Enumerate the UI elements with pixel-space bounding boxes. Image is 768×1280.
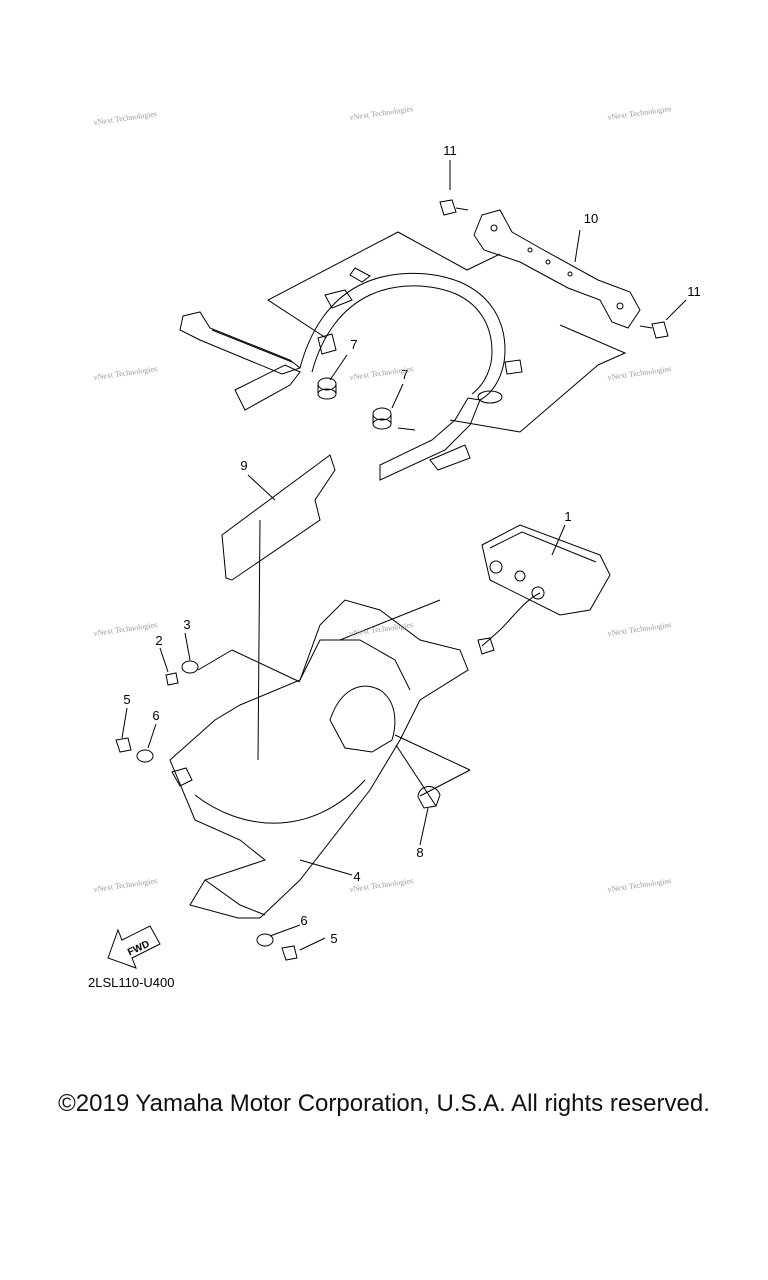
watermark: vNext Technologies xyxy=(93,620,158,638)
watermark: vNext Technologies xyxy=(93,364,158,382)
callout-5-lower: 5 xyxy=(330,931,337,946)
rear-fender-part-4 xyxy=(169,599,469,919)
callout-2: 2 xyxy=(155,633,162,648)
frame-plane-outline xyxy=(267,231,627,433)
callout-7-right: 7 xyxy=(401,367,408,382)
watermark: vNext Technologies xyxy=(607,620,672,638)
bolt-part-2 xyxy=(165,672,179,686)
diagram-code: 2LSL110-U400 xyxy=(88,975,175,990)
callout-1: 1 xyxy=(564,509,571,524)
callout-11-right: 11 xyxy=(687,284,701,299)
callout-8: 8 xyxy=(416,845,423,860)
rear-frame xyxy=(179,267,523,481)
bolt-part-11-right xyxy=(639,321,669,339)
callout-6-upper: 6 xyxy=(152,708,159,723)
watermark: vNext Technologies xyxy=(607,876,672,894)
watermark: vNext Technologies xyxy=(349,104,414,122)
bolt-part-5-upper xyxy=(115,737,132,753)
callout-4: 4 xyxy=(353,869,360,884)
callout-10: 10 xyxy=(584,211,598,226)
callout-9: 9 xyxy=(240,458,247,473)
watermark: vNext Technologies xyxy=(349,620,414,638)
grommet-part-7-left xyxy=(317,377,337,400)
watermark: vNext Technologies xyxy=(607,104,672,122)
watermark: vNext Technologies xyxy=(93,876,158,894)
forward-arrow: FWD xyxy=(107,925,161,969)
washer-part-6-upper xyxy=(136,749,154,763)
callout-7-left: 7 xyxy=(350,337,357,352)
clamp-part-8 xyxy=(417,786,441,809)
watermark: vNext Technologies xyxy=(607,364,672,382)
bracket-part-10 xyxy=(473,209,641,329)
washer-part-6-lower xyxy=(256,933,274,947)
callout-5-upper: 5 xyxy=(123,692,130,707)
callout-6-lower: 6 xyxy=(300,913,307,928)
callout-numbers: 11 10 11 7 7 9 1 3 2 5 6 8 4 6 5 xyxy=(123,143,700,946)
callout-11-top: 11 xyxy=(443,143,457,158)
washer-part-3 xyxy=(181,660,199,674)
watermark: vNext Technologies xyxy=(93,109,158,127)
leader-lines xyxy=(121,160,687,951)
tail-light-part-1 xyxy=(477,524,611,655)
bolt-part-11-left xyxy=(439,199,469,216)
callout-3: 3 xyxy=(183,617,190,632)
grommet-part-7-right xyxy=(372,407,416,431)
bolt-part-5-lower xyxy=(281,945,298,961)
plate-part-9 xyxy=(221,454,336,761)
copyright-notice: ©2019 Yamaha Motor Corporation, U.S.A. A… xyxy=(58,1090,710,1117)
